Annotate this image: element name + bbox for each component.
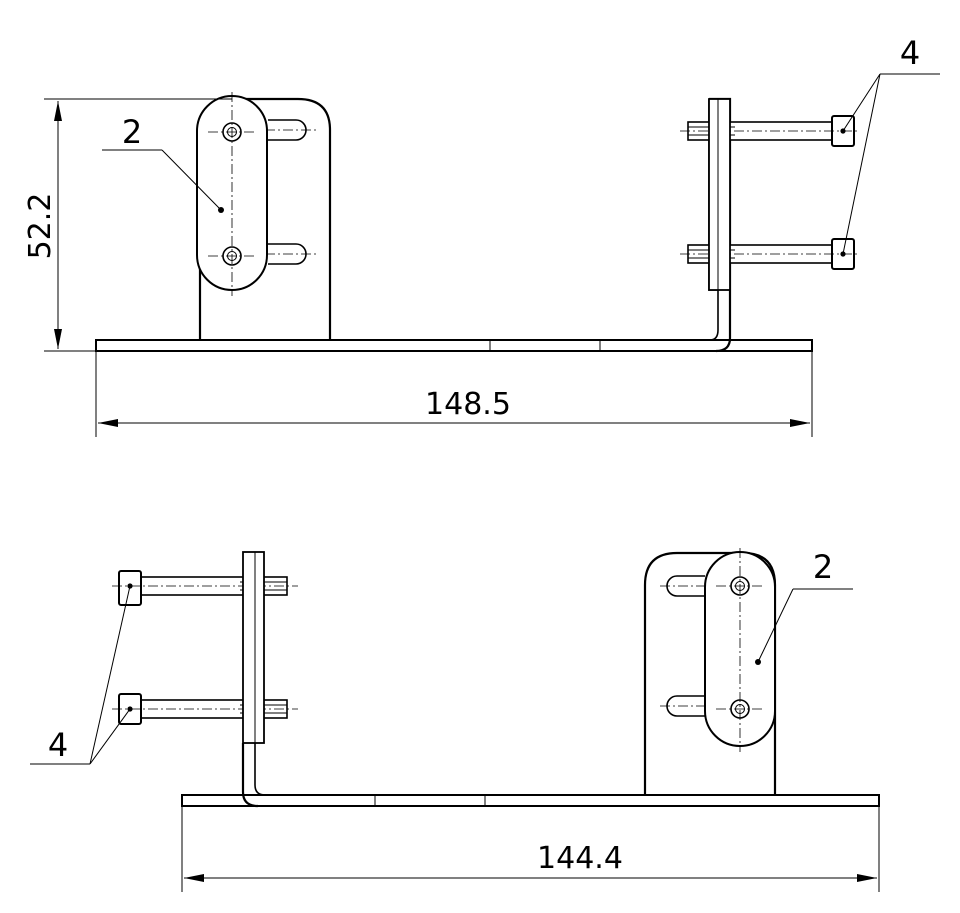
oval-bracket-part-2-top [196,92,268,296]
base-plate-top [95,339,813,352]
bottom-view: 144.4 2 4 [30,548,880,892]
callout-part-4-bottom: 4 [30,585,131,765]
callout-label-part-2-bottom: 2 [813,548,833,586]
upright-bracket-bottom [643,551,777,795]
screws-part-4-bottom [112,570,298,725]
top-view: 52.2 148.5 2 4 [23,34,940,437]
length-dimension-text-bottom: 144.4 [537,841,623,876]
length-dimension-text-top: 148.5 [425,387,511,422]
callout-part-4-top: 4 [842,34,940,255]
height-dimension-text: 52.2 [23,193,58,260]
callout-part-2-bottom: 2 [757,548,853,663]
callout-part-2-top: 2 [102,113,222,211]
height-dimension: 52.2 [23,98,232,352]
l-bracket-bottom [241,551,266,808]
callout-label-part-2-top: 2 [122,113,142,151]
callout-label-part-4-top: 4 [900,34,920,72]
length-dimension-top: 148.5 [95,351,813,437]
length-dimension-bottom: 144.4 [181,806,880,892]
base-plate-bottom [181,794,880,807]
callout-label-part-4-bottom: 4 [48,726,68,764]
oval-bracket-part-2-bottom [704,548,776,752]
screws-part-4-top [680,98,860,291]
